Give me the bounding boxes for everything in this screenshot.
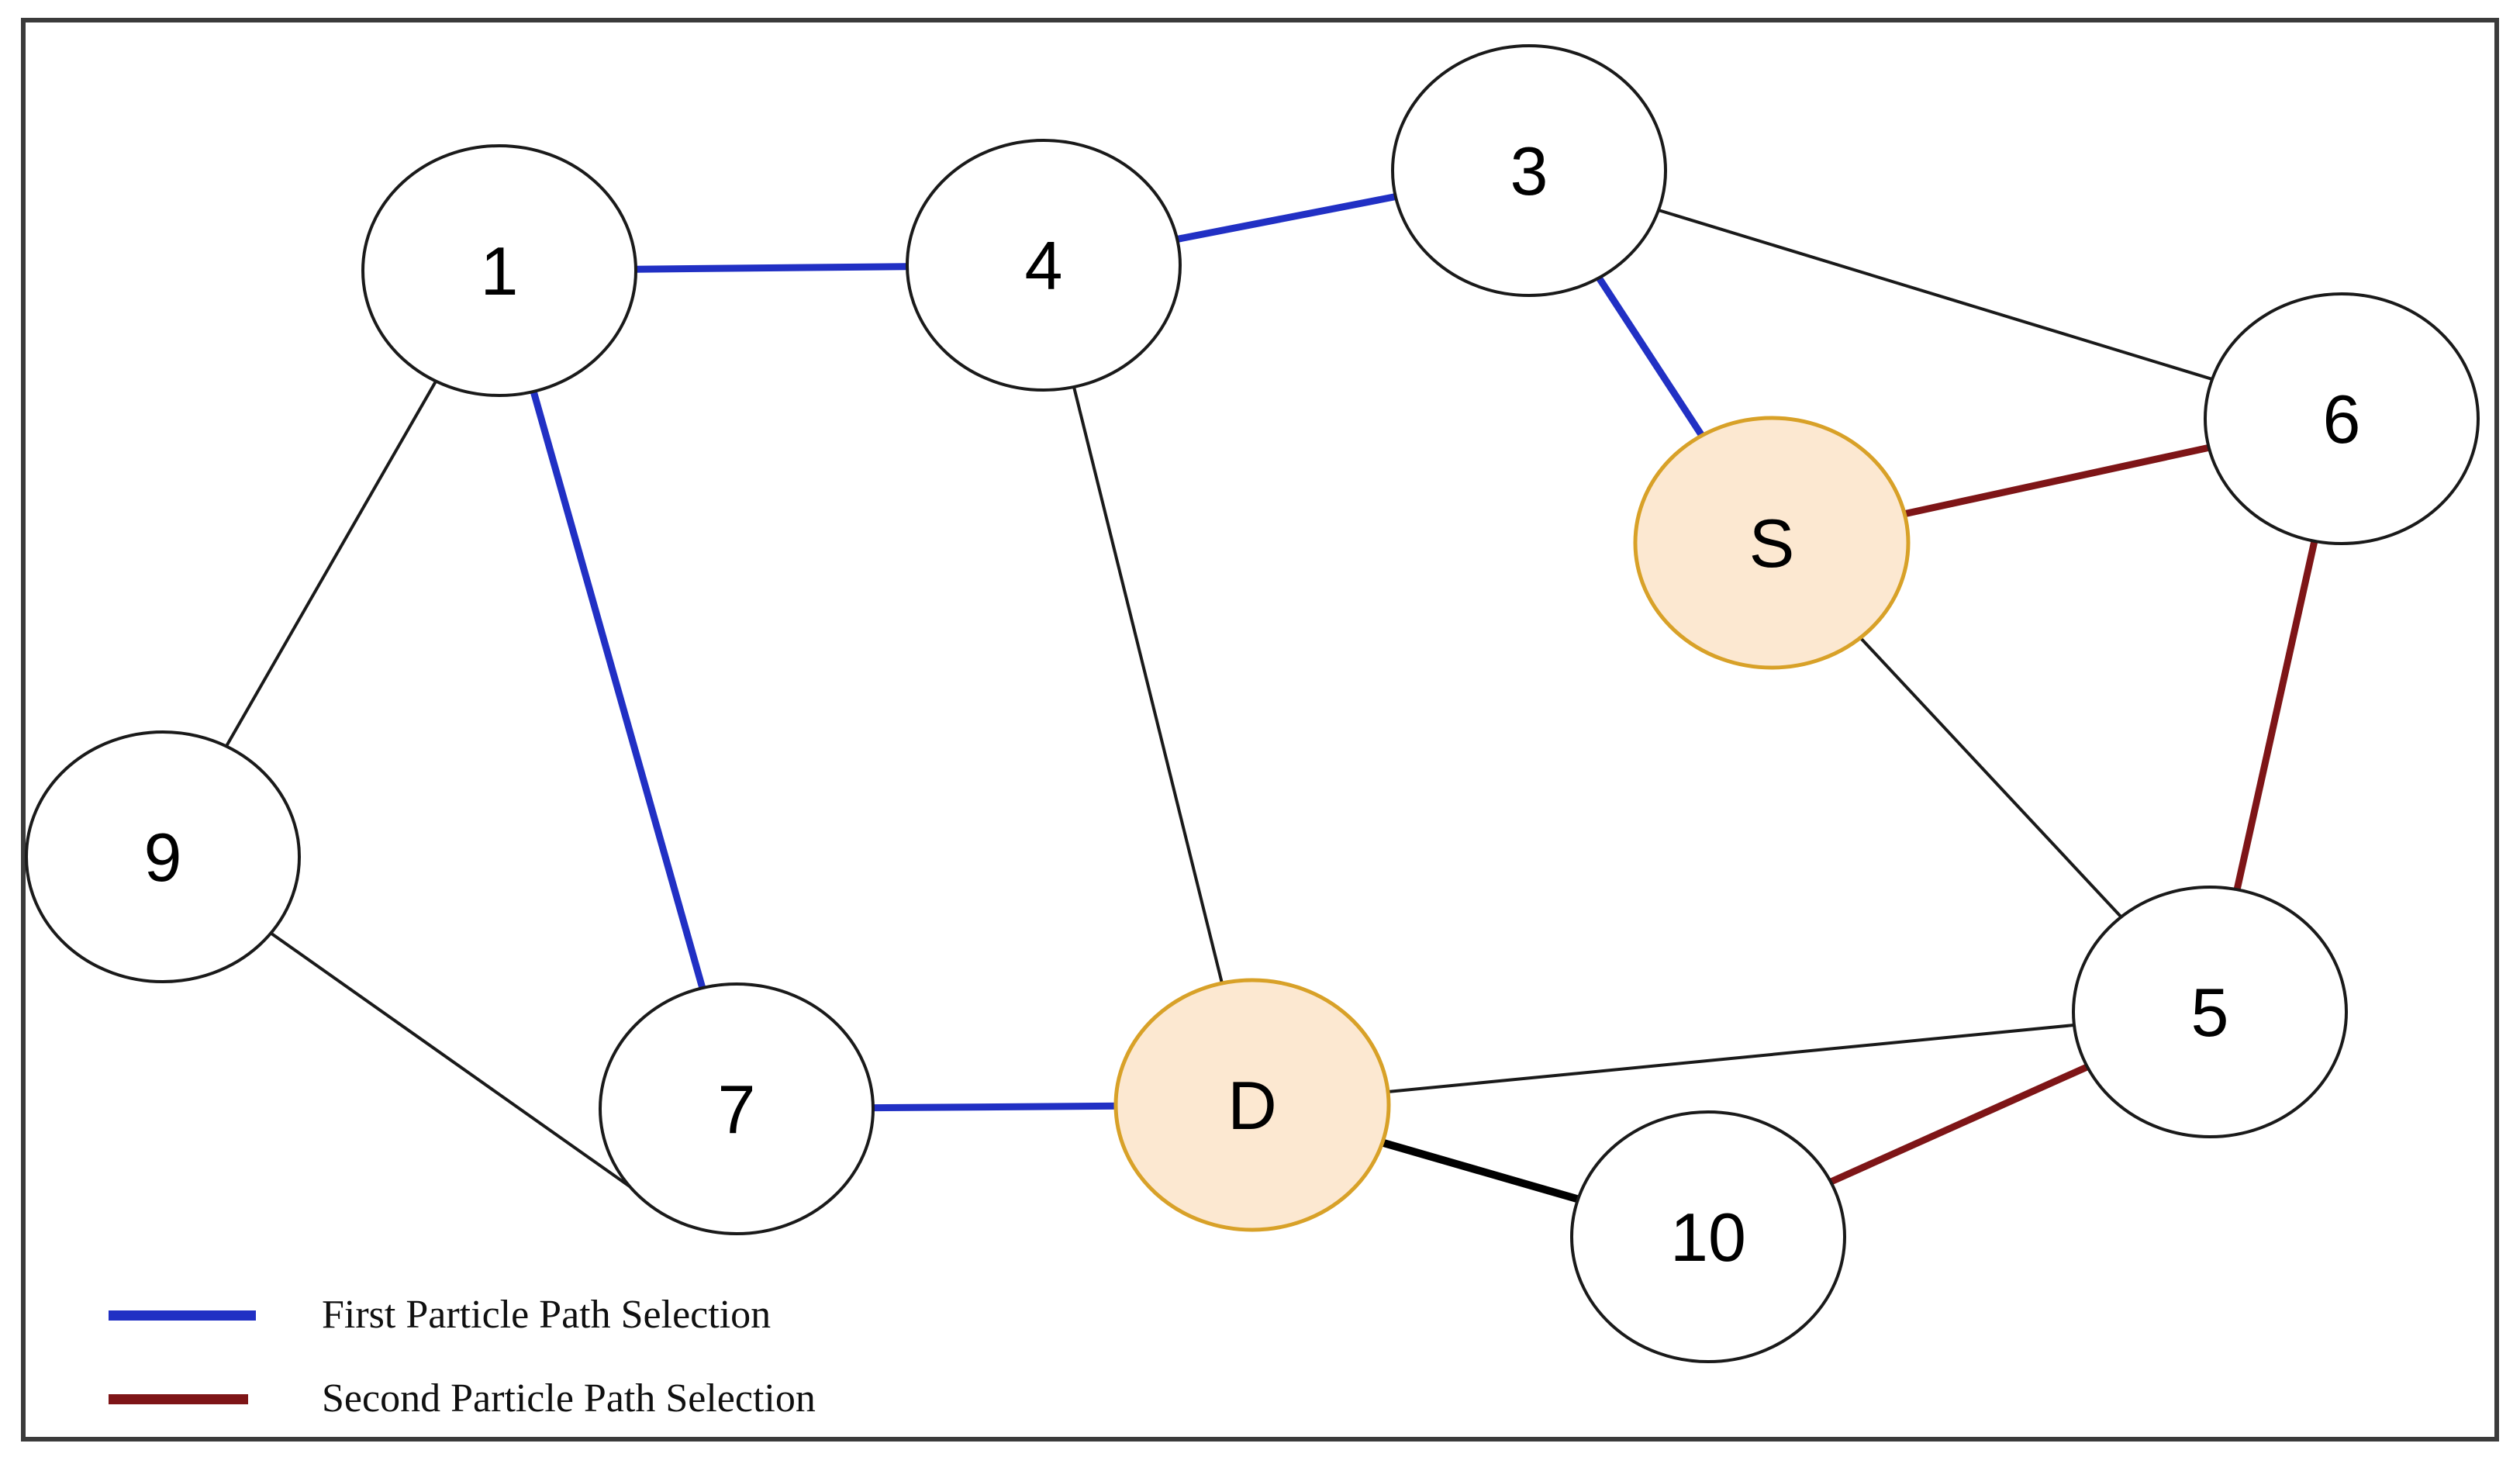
node-10-circle bbox=[1570, 1110, 1846, 1363]
legend-label-second-path: Second Particle Path Selection bbox=[322, 1376, 816, 1421]
node-6-circle bbox=[2204, 292, 2480, 545]
legend-label-first-path: First Particle Path Selection bbox=[322, 1293, 771, 1337]
nodes-layer: 1 4 3 6S 9 7 D 10 5 bbox=[25, 44, 2480, 1363]
legend-swatch-first-path bbox=[109, 1310, 256, 1321]
node-S: S bbox=[1633, 416, 1911, 670]
edge-3-6 bbox=[1528, 169, 2342, 420]
node-D-circle bbox=[1113, 978, 1391, 1232]
node-3-circle bbox=[1391, 44, 1667, 297]
node-S-circle bbox=[1633, 416, 1911, 670]
node-3-label: 3 bbox=[1510, 133, 1548, 209]
node-D-label: D bbox=[1227, 1067, 1277, 1144]
node-D: D bbox=[1113, 978, 1391, 1232]
node-10-label: 10 bbox=[1670, 1199, 1746, 1276]
edge-1-7-first-path bbox=[495, 269, 740, 1110]
node-5: 5 bbox=[2072, 886, 2348, 1138]
node-9: 9 bbox=[25, 730, 301, 983]
diagram-frame bbox=[21, 18, 2499, 1442]
node-5-circle bbox=[2072, 886, 2348, 1138]
node-9-label: 9 bbox=[144, 819, 182, 896]
node-7-label: 7 bbox=[718, 1071, 756, 1148]
node-1: 1 bbox=[361, 144, 637, 397]
node-7-circle bbox=[599, 982, 875, 1235]
node-7: 7 bbox=[599, 982, 875, 1235]
node-4-label: 4 bbox=[1025, 227, 1063, 304]
edge-4-D bbox=[1042, 264, 1254, 1106]
node-6-label: 6 bbox=[2323, 381, 2361, 458]
node-1-circle bbox=[361, 144, 637, 397]
node-5-label: 5 bbox=[2191, 974, 2229, 1051]
node-4: 4 bbox=[906, 139, 1182, 392]
node-9-circle bbox=[25, 730, 301, 983]
edge-D-5 bbox=[1251, 1010, 2211, 1107]
node-S-label: S bbox=[1749, 505, 1795, 582]
node-4-circle bbox=[906, 139, 1182, 392]
legend-swatch-second-path bbox=[109, 1394, 248, 1404]
node-1-label: 1 bbox=[481, 233, 519, 309]
node-3: 3 bbox=[1391, 44, 1667, 297]
node-10: 10 bbox=[1570, 1110, 1846, 1363]
node-6: 6 bbox=[2204, 292, 2480, 545]
